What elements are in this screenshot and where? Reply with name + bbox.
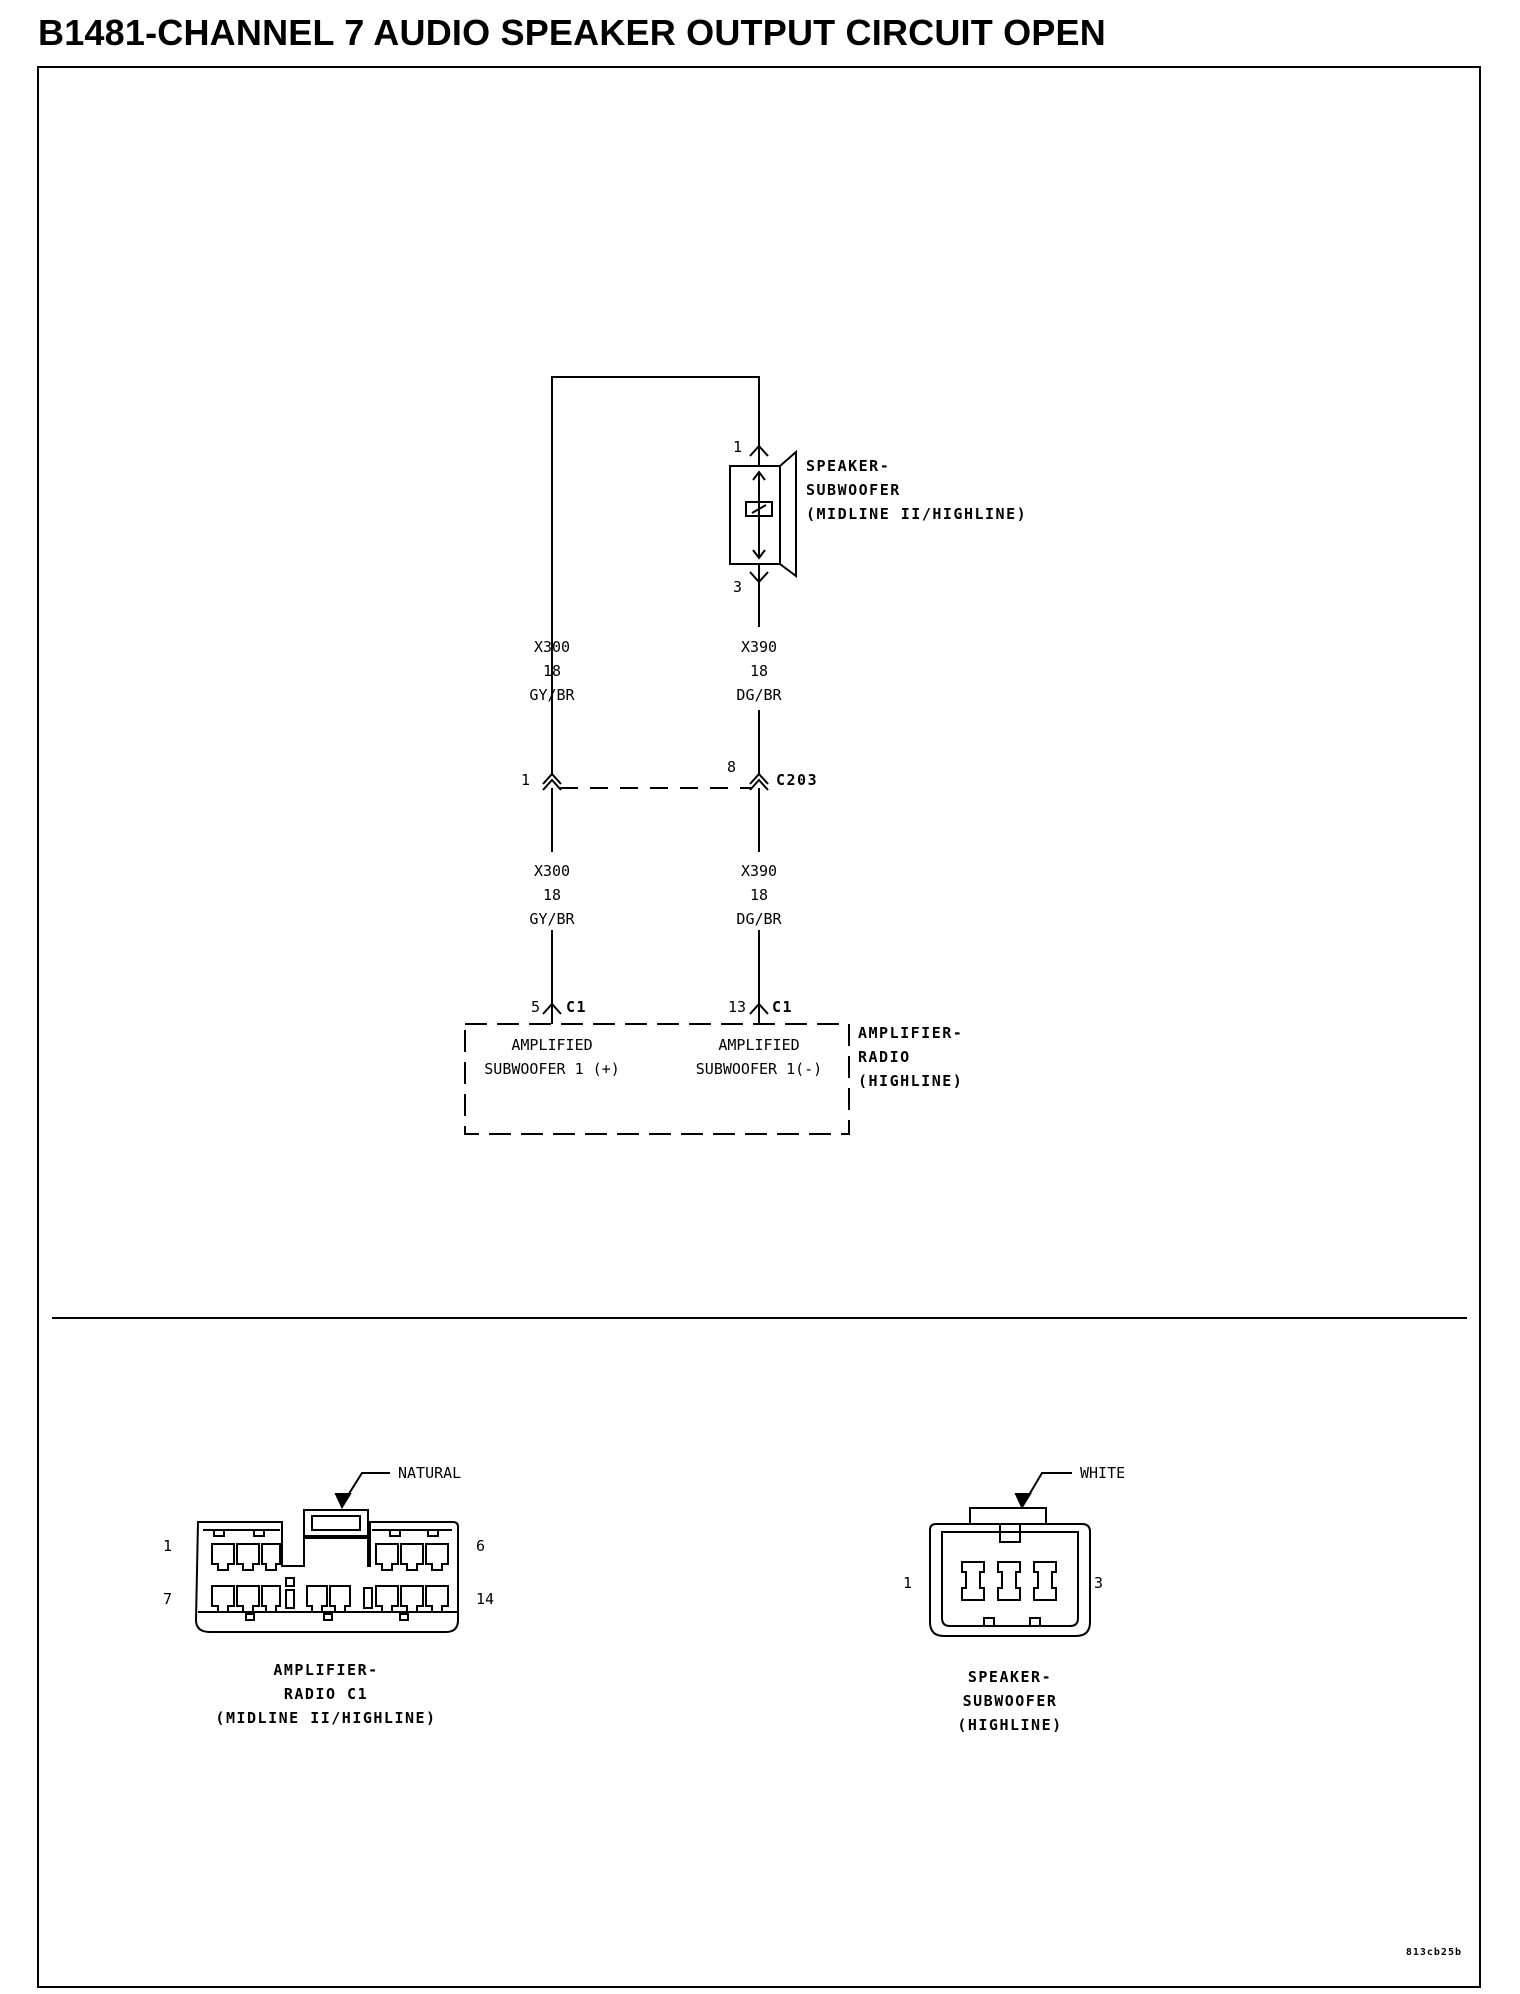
speaker-name-1: SPEAKER-	[806, 457, 890, 475]
wire-right-upper-code: X390	[741, 638, 777, 656]
speaker-color-label: WHITE	[1080, 1464, 1125, 1482]
amp-view-pin-br: 14	[476, 1590, 494, 1608]
speaker-coil	[745, 501, 773, 517]
c203-pin-right: 8	[727, 758, 736, 776]
amp-view-pin-tl: 1	[163, 1537, 172, 1555]
speaker-pin-bottom: 3	[733, 578, 742, 596]
speaker-name-3: (MIDLINE II/HIGHLINE)	[806, 505, 1027, 523]
speaker-pin-top: 1	[733, 438, 742, 456]
wire-left-upper-gauge: 18	[543, 662, 561, 680]
speaker-connector-view	[929, 1472, 1091, 1637]
speaker-view-caption-3: (HIGHLINE)	[957, 1716, 1062, 1734]
amp-connector-left: C1	[566, 998, 587, 1016]
speaker-color-leader	[1025, 1472, 1072, 1501]
amp-color-label: NATURAL	[398, 1464, 461, 1482]
schematic-labels: 1 3 SPEAKER- SUBWOOFER (MIDLINE II/HIGHL…	[484, 438, 1027, 1090]
amp-name-1: AMPLIFIER-	[858, 1024, 963, 1042]
amp-top-row-cavities	[211, 1529, 449, 1571]
amp-connector-housing	[194, 1521, 459, 1633]
wire-right-upper-color: DG/BR	[736, 686, 782, 704]
wire-left-lower-code: X300	[534, 862, 570, 880]
wire-right-lower-color: DG/BR	[736, 910, 782, 928]
amp-view-caption-3: (MIDLINE II/HIGHLINE)	[215, 1709, 436, 1727]
amplifier-box	[464, 1023, 850, 1135]
reference-code: 813cb25b	[1406, 1947, 1462, 1958]
wire-left-upper-code: X300	[534, 638, 570, 656]
amp-view-pin-tr: 6	[476, 1537, 485, 1555]
wire-right-upper-gauge: 18	[750, 662, 768, 680]
amp-pin-right: 13	[728, 998, 746, 1016]
speaker-view-caption-2: SUBWOOFER	[963, 1692, 1058, 1710]
amp-connector-view	[194, 1472, 459, 1633]
speaker-connector-housing	[929, 1523, 1091, 1637]
schematic	[464, 376, 850, 1135]
c203-pin-left: 1	[521, 771, 530, 789]
amp-terminal-left-1: AMPLIFIED	[511, 1036, 592, 1054]
speaker-connector-view-labels: WHITE 1 3 SPEAKER- SUBWOOFER (HIGHLINE)	[903, 1464, 1125, 1734]
amp-connector-right: C1	[772, 998, 793, 1016]
amp-name-2: RADIO	[858, 1048, 911, 1066]
amp-view-caption-1: AMPLIFIER-	[273, 1661, 378, 1679]
amp-view-caption-2: RADIO C1	[284, 1685, 368, 1703]
c203-pin1-symbol	[542, 772, 562, 785]
speaker-name-2: SUBWOOFER	[806, 481, 901, 499]
wire-left-lower-color: GY/BR	[529, 910, 575, 928]
amp-terminal-right-1: AMPLIFIED	[718, 1036, 799, 1054]
amp-pin-left: 5	[531, 998, 540, 1016]
speaker-view-pin-right: 3	[1094, 1574, 1103, 1592]
speaker-pin3-symbol	[749, 571, 769, 584]
amp-bottom-row-cavities	[211, 1577, 449, 1621]
wire-loop-top	[551, 376, 760, 774]
amp-connector-view-labels: NATURAL 1 6 7 14 AMPLIFIER- RADIO C1 (MI…	[163, 1464, 494, 1727]
amp-terminal-right-2: SUBWOOFER 1(-)	[696, 1060, 822, 1078]
c203-pin8-symbol	[749, 772, 769, 785]
speaker-cone	[779, 449, 797, 578]
wire-left-lower-gauge: 18	[543, 886, 561, 904]
speaker-view-pin-left: 1	[903, 1574, 912, 1592]
c203-name: C203	[776, 771, 818, 789]
page-title: B1481-CHANNEL 7 AUDIO SPEAKER OUTPUT CIR…	[38, 12, 1106, 53]
amp-terminal-left-2: SUBWOOFER 1 (+)	[484, 1060, 619, 1078]
amp-view-pin-bl: 7	[163, 1590, 172, 1608]
amp-name-3: (HIGHLINE)	[858, 1072, 963, 1090]
wire-right-lower-gauge: 18	[750, 886, 768, 904]
wire-right-lower-code: X390	[741, 862, 777, 880]
wire-left-upper-color: GY/BR	[529, 686, 575, 704]
amp-color-leader	[344, 1472, 390, 1501]
speaker-view-caption-1: SPEAKER-	[968, 1668, 1052, 1686]
diagram-frame	[37, 66, 1481, 1988]
